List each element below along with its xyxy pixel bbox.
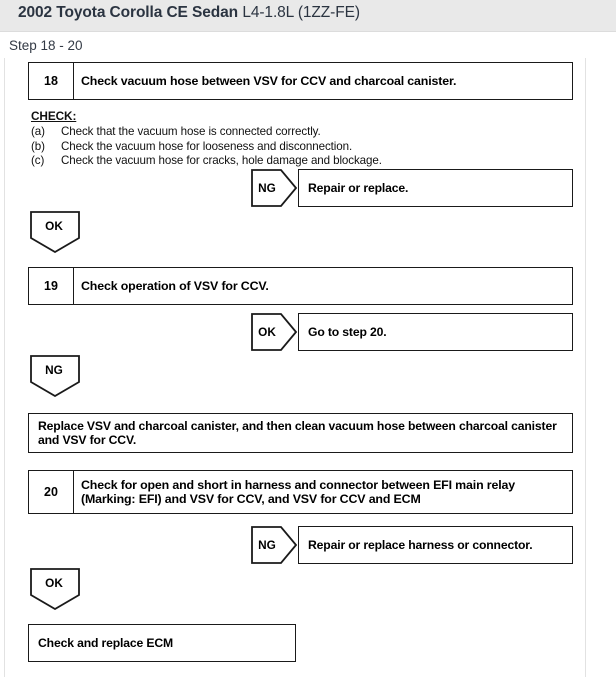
branch-box-repair-or-replace-text: Repair or replace.: [308, 181, 409, 195]
branch-tag-ng-1: NG: [251, 169, 297, 207]
page-title: 2002 Toyota Corolla CE Sedan L4-1.8L (1Z…: [18, 4, 360, 22]
branch-tag-ng-3-label: NG: [258, 538, 276, 552]
step-box-18: 18 Check vacuum hose between VSV for CCV…: [28, 62, 573, 100]
step-text-18: Check vacuum hose between VSV for CCV an…: [81, 74, 457, 88]
flowchart-panel: 18 Check vacuum hose between VSV for CCV…: [4, 58, 586, 677]
step-number-19: 19: [29, 268, 74, 304]
branch-tag-ng-1-label: NG: [258, 181, 276, 195]
action-box-check-replace-ecm: Check and replace ECM: [28, 624, 296, 662]
arrow-down-icon: [30, 568, 80, 610]
step-range-label: Step 18 - 20: [9, 38, 83, 53]
check-item-a-key: (a): [31, 125, 45, 138]
flow-tag-ok-1: OK: [30, 211, 80, 253]
check-item-c-value: Check the vacuum hose for cracks, hole d…: [61, 154, 382, 167]
step-box-20: 20 Check for open and short in harness a…: [28, 470, 573, 514]
check-item-a: (a) Check that the vacuum hose is connec…: [31, 125, 501, 140]
step-box-19: 19 Check operation of VSV for CCV.: [28, 267, 573, 305]
vehicle-header-bar: 2002 Toyota Corolla CE Sedan L4-1.8L (1Z…: [0, 0, 616, 32]
check-item-c: (c) Check the vacuum hose for cracks, ho…: [31, 154, 501, 169]
check-item-c-key: (c): [31, 154, 45, 167]
vehicle-name: 2002 Toyota Corolla CE Sedan: [18, 4, 239, 21]
action-box-replace-vsv: Replace VSV and charcoal canister, and t…: [28, 413, 573, 453]
step-number-20: 20: [29, 471, 74, 513]
arrow-down-icon: [30, 211, 80, 253]
check-item-b-key: (b): [31, 139, 45, 153]
check-item-b-value: Check the vacuum hose for looseness and …: [61, 139, 353, 153]
branch-tag-ok-2: OK: [251, 313, 297, 351]
check-instructions-block: CHECK: (a) Check that the vacuum hose is…: [31, 109, 501, 169]
engine-spec: L4-1.8L (1ZZ-FE): [242, 4, 360, 21]
action-box-check-replace-ecm-text: Check and replace ECM: [38, 636, 174, 650]
branch-tag-ok-2-label: OK: [258, 325, 276, 339]
branch-box-repair-or-replace: Repair or replace.: [298, 169, 573, 207]
branch-box-go-to-step-20: Go to step 20.: [298, 313, 573, 351]
branch-tag-ng-3: NG: [251, 526, 297, 564]
arrow-right-icon: [251, 169, 297, 207]
branch-box-go-to-step-20-text: Go to step 20.: [308, 325, 387, 339]
branch-box-repair-harness-text: Repair or replace harness or connector.: [308, 538, 533, 552]
arrow-down-icon: [30, 355, 80, 397]
flow-tag-ng-2: NG: [30, 355, 80, 397]
check-item-a-value: Check that the vacuum hose is connected …: [61, 125, 321, 138]
branch-box-repair-harness: Repair or replace harness or connector.: [298, 526, 573, 564]
arrow-right-icon: [251, 526, 297, 564]
check-item-b: (b) Check the vacuum hose for looseness …: [31, 140, 501, 155]
step-number-18: 18: [29, 63, 74, 99]
check-heading: CHECK:: [31, 109, 77, 123]
step-text-19: Check operation of VSV for CCV.: [81, 279, 269, 293]
flow-tag-ng-2-label: NG: [45, 363, 63, 377]
flow-tag-ok-3-label: OK: [45, 576, 63, 590]
flow-tag-ok-3: OK: [30, 568, 80, 610]
flow-tag-ok-1-label: OK: [45, 219, 63, 233]
step-text-20: Check for open and short in harness and …: [81, 478, 515, 506]
action-box-replace-vsv-text: Replace VSV and charcoal canister, and t…: [38, 419, 557, 447]
arrow-right-icon: [251, 313, 297, 351]
